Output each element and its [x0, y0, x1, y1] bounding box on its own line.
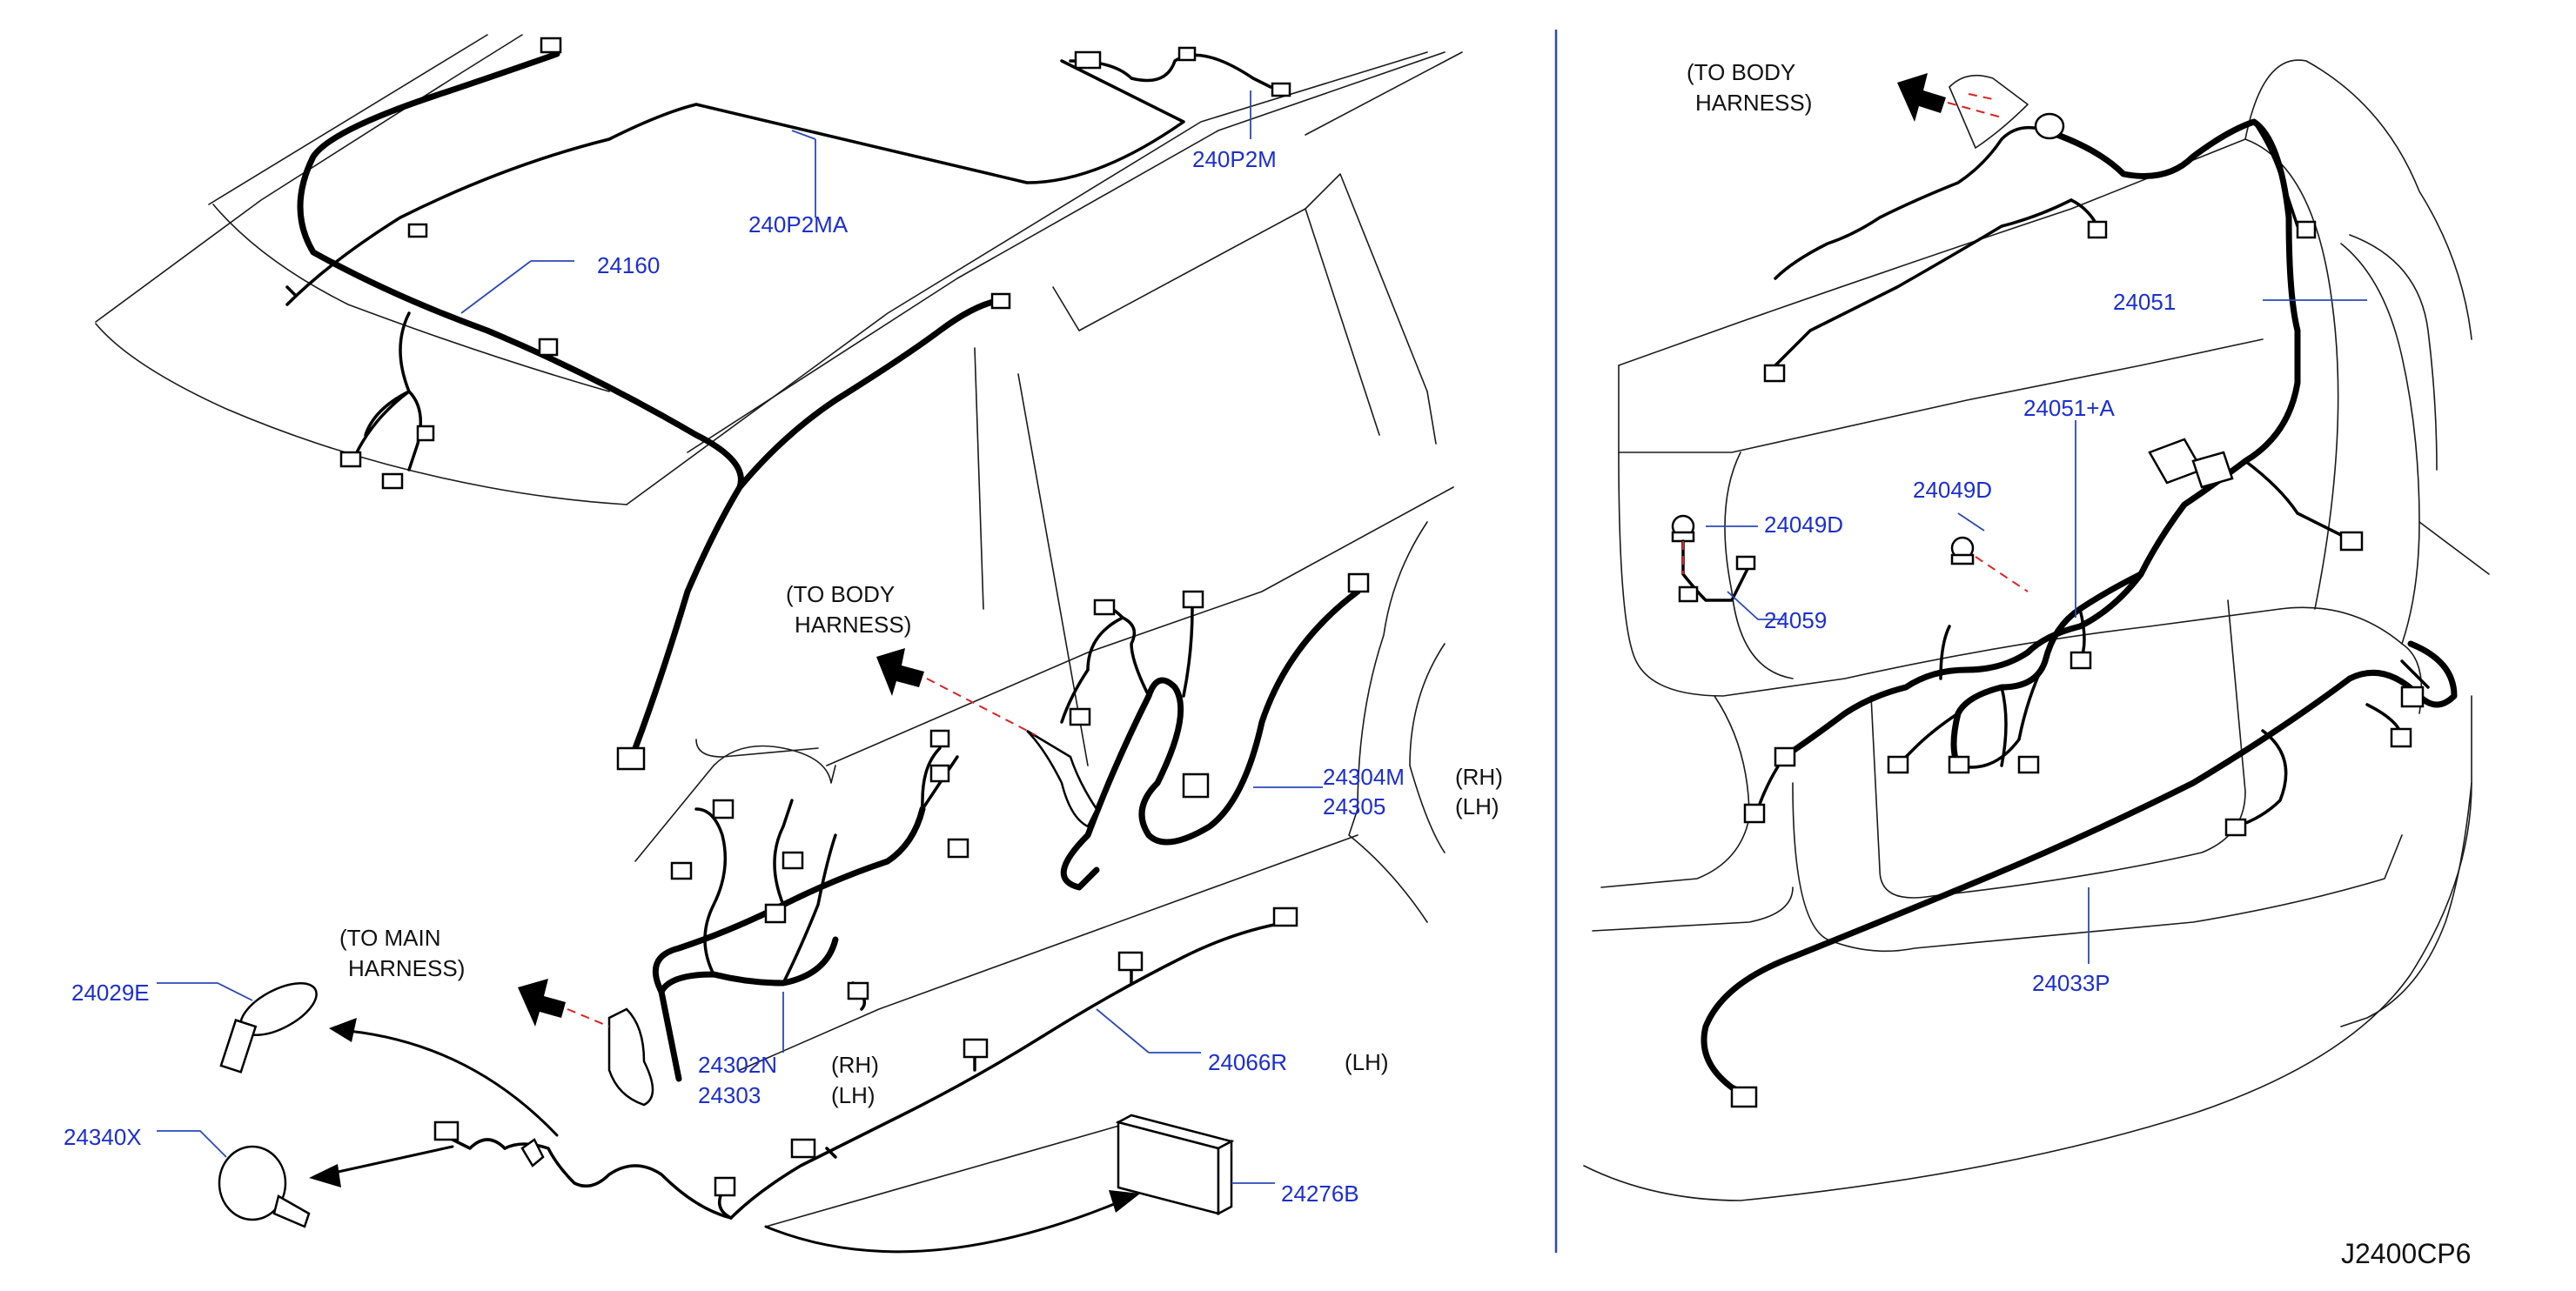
label-240P2MA: 240P2MA — [748, 211, 849, 237]
harness-24160 — [285, 37, 1011, 771]
right-leaders — [1706, 299, 2367, 964]
label-24305: 24305 — [1323, 793, 1385, 819]
labels: (TO BODY HARNESS) (TO MAIN HARNESS) (TO … — [64, 59, 2471, 1269]
label-24160: 24160 — [597, 252, 660, 278]
side-24304M-rh: (RH) — [1455, 764, 1503, 790]
left-arrows — [309, 648, 1140, 1254]
label-24304M: 24304M — [1323, 764, 1405, 790]
right-arrows — [1897, 73, 2002, 122]
harness-24302N — [607, 729, 969, 1107]
clip-24029E — [219, 981, 318, 1074]
label-24059: 24059 — [1764, 607, 1827, 633]
label-24033P: 24033P — [2032, 970, 2110, 996]
label-24340X: 24340X — [64, 1124, 142, 1150]
side-24303-lh: (LH) — [831, 1082, 875, 1108]
note-to-main-harness-2: HARNESS) — [348, 955, 465, 981]
harness-24033P — [1701, 640, 2458, 1108]
label-24302N: 24302N — [698, 1052, 777, 1078]
harness-24051A — [1887, 571, 2144, 774]
label-240P2M: 240P2M — [1192, 146, 1277, 172]
label-24051: 24051 — [2113, 289, 2176, 315]
label-24049D-left: 24049D — [1764, 512, 1843, 538]
side-24066R-lh: (LH) — [1345, 1049, 1389, 1075]
harness-24304M — [1026, 572, 1370, 891]
note-to-body-harness-left-1: (TO BODY — [786, 581, 895, 607]
left-leaders — [157, 90, 1323, 1184]
label-24276B: 24276B — [1281, 1181, 1359, 1207]
clip-24340X — [218, 1145, 311, 1228]
harness-240P2MA — [285, 46, 1291, 306]
label-24049D-center: 24049D — [1913, 477, 1992, 503]
note-to-body-harness-left-2: HARNESS) — [795, 612, 911, 638]
right-vehicle-outline — [1583, 59, 2490, 1201]
label-24066R: 24066R — [1208, 1049, 1287, 1075]
part-24049D-24059 — [1671, 514, 2029, 603]
harness-24066R — [433, 906, 1298, 1220]
left-vehicle-outline — [95, 34, 1463, 1227]
module-24276B — [1115, 1114, 1235, 1216]
note-to-body-harness-right-2: HARNESS) — [1695, 90, 1812, 116]
harness-24051 — [1763, 112, 2364, 760]
diagram-code: J2400CP6 — [2341, 1238, 2471, 1269]
label-24303: 24303 — [698, 1082, 761, 1108]
note-to-body-harness-right-1: (TO BODY — [1687, 59, 1795, 85]
side-24302N-rh: (RH) — [831, 1052, 879, 1078]
side-24305-lh: (LH) — [1455, 793, 1499, 819]
note-to-main-harness-1: (TO MAIN — [339, 925, 441, 951]
label-24051A: 24051+A — [2023, 395, 2115, 421]
label-24029E: 24029E — [71, 980, 150, 1006]
